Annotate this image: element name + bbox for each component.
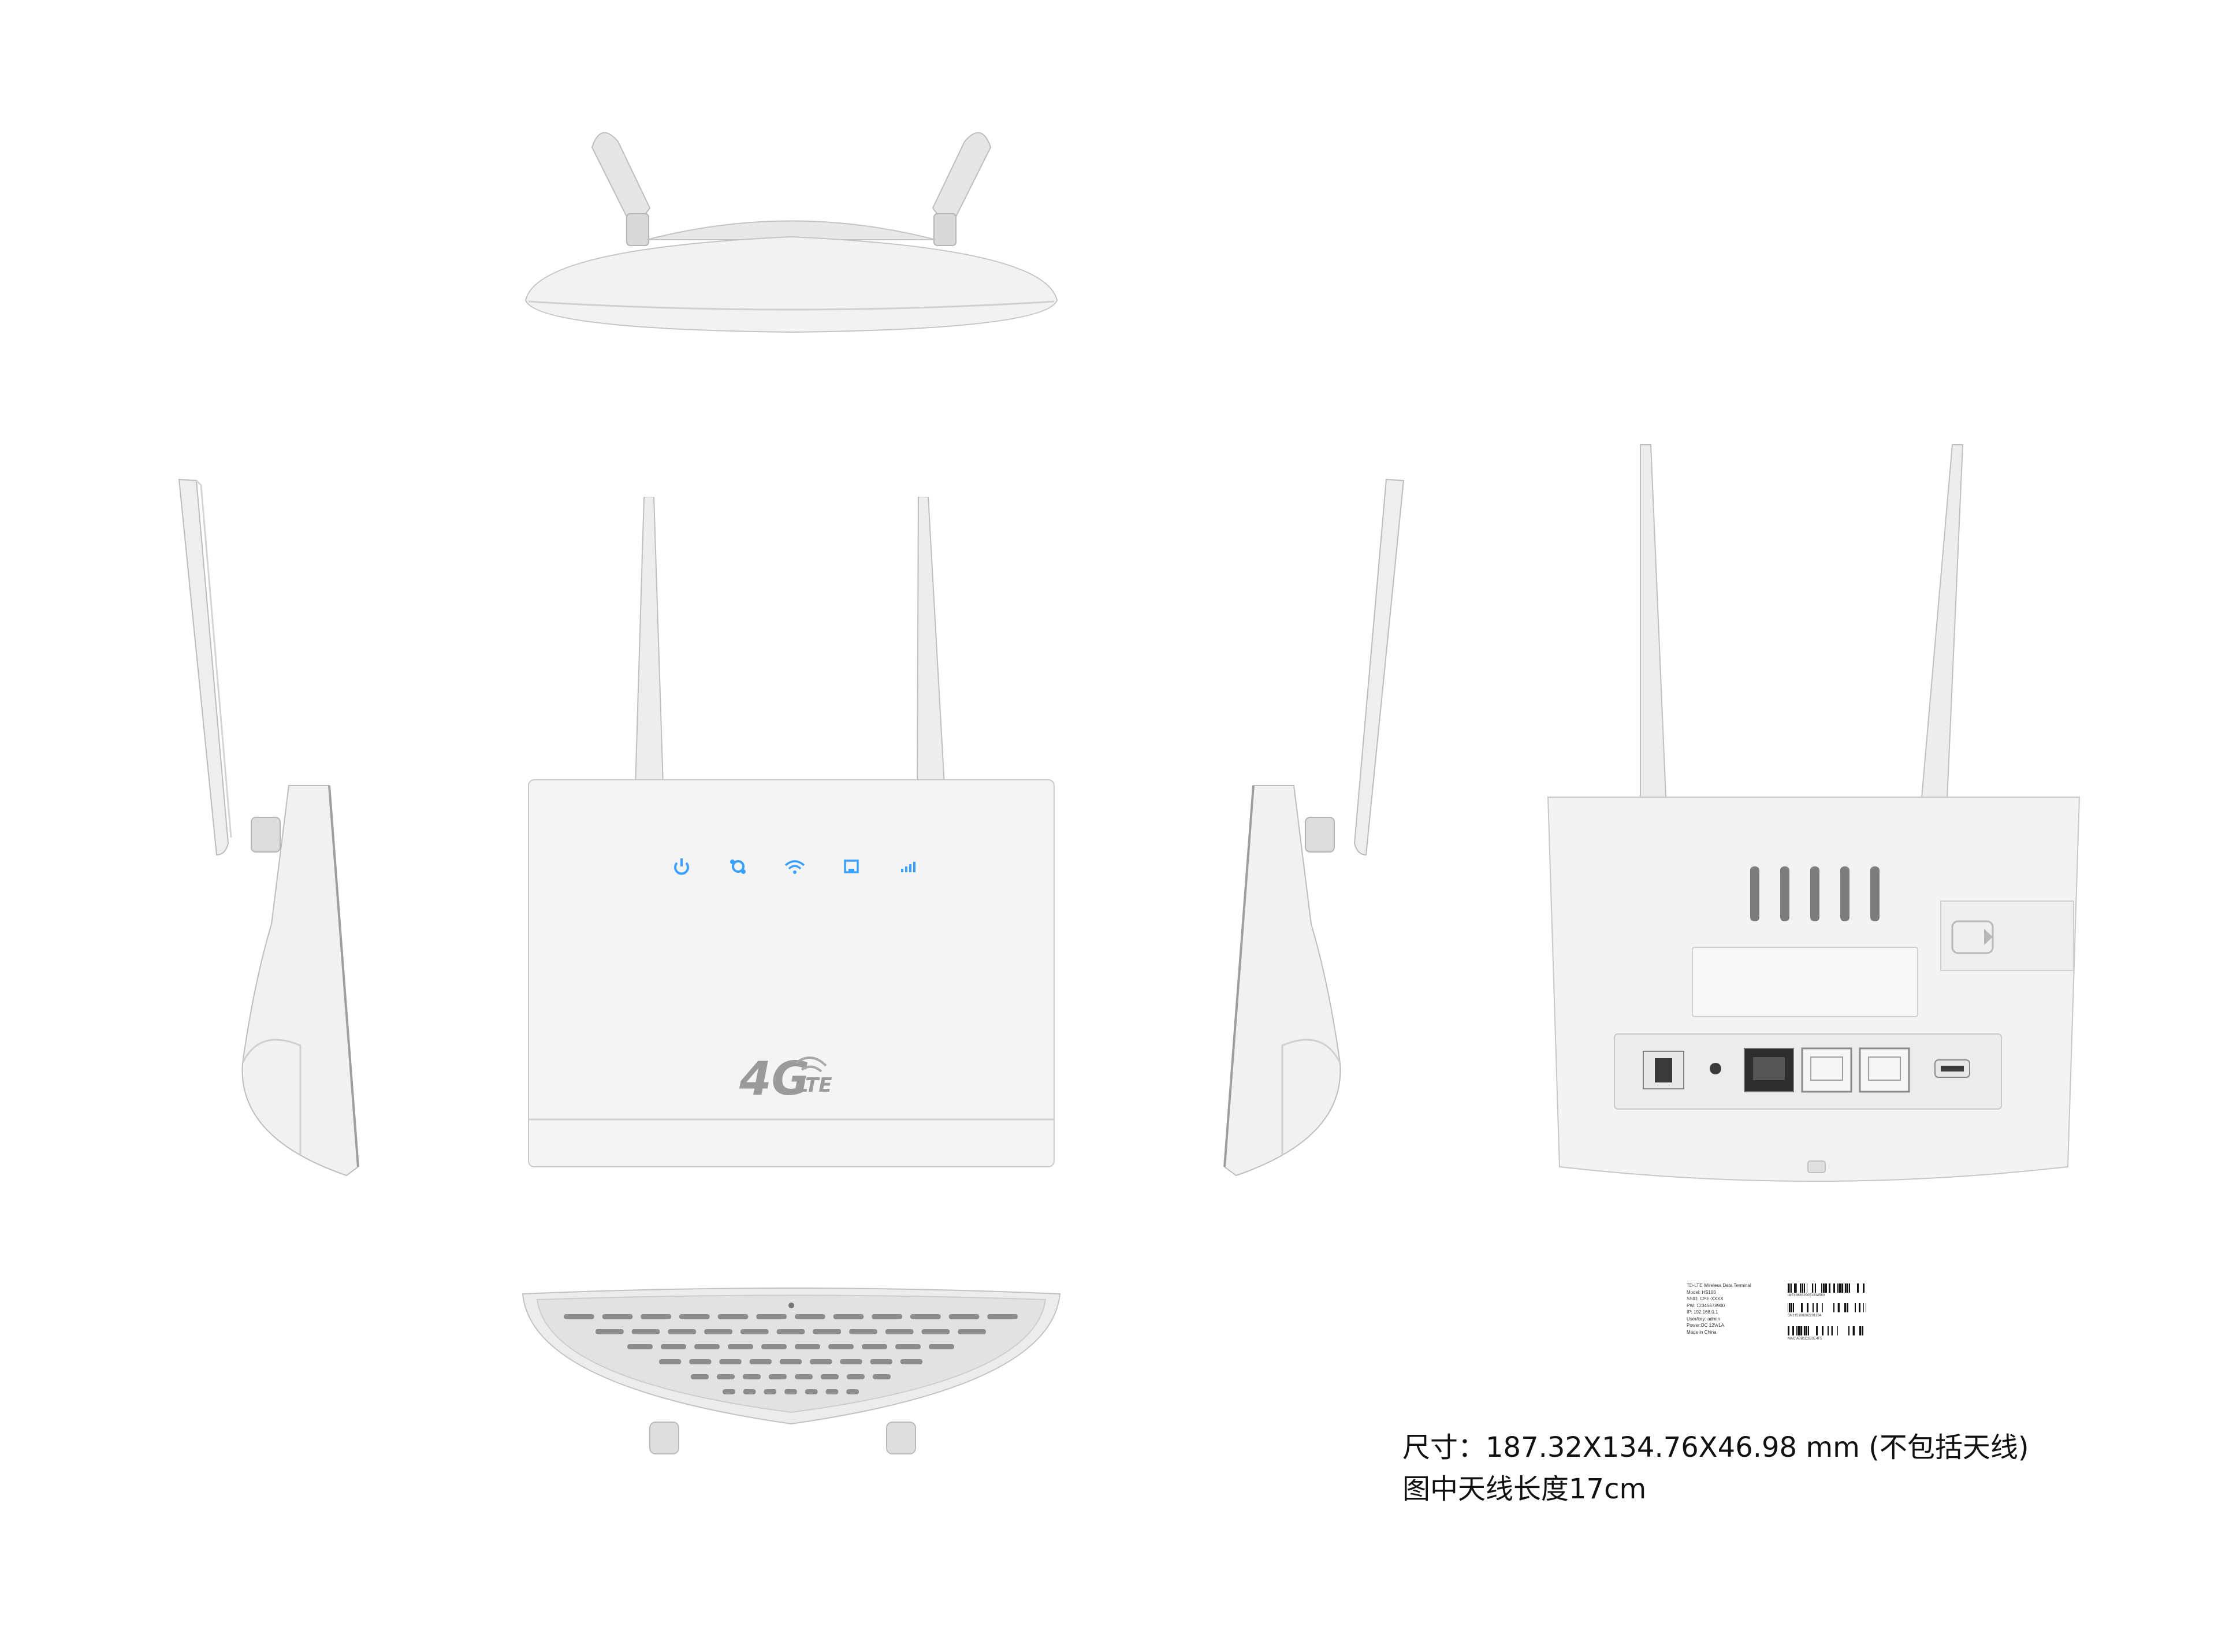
dc-port xyxy=(1643,1051,1684,1089)
label-line: IP: 192.168.0.1 xyxy=(1687,1309,1718,1315)
barcode-caption: IMEI:866329051234560 xyxy=(1788,1294,1825,1297)
label-line: PW: 12345678900 xyxy=(1687,1303,1725,1308)
wan-port xyxy=(1744,1048,1794,1092)
barcode-caption: SN:HS100202201234 xyxy=(1788,1314,1822,1318)
lan-icon xyxy=(844,860,859,873)
label-line: Model: HS100 xyxy=(1687,1289,1716,1295)
barcode-caption: MAC:A0B1C2D3E4F5 xyxy=(1788,1337,1822,1341)
lan1-port xyxy=(1801,1047,1852,1093)
back-view xyxy=(1536,439,2091,1190)
front-view: 4G LTE xyxy=(520,497,1063,1190)
usb-port xyxy=(1934,1059,1970,1078)
wifi-icon xyxy=(784,860,805,874)
label-text: TD-LTE Wireless Data Terminal Model: HS1… xyxy=(1687,1282,1785,1335)
right-side-view xyxy=(1213,474,1409,1190)
label-line: Made in China xyxy=(1687,1329,1717,1335)
product-label: TD-LTE Wireless Data Terminal Model: HS1… xyxy=(1687,1282,1883,1346)
sim-cover xyxy=(1940,901,2074,971)
dimensions-text: 尺寸：187.32X134.76X46.98 mm (不包括天线) xyxy=(1402,1431,2029,1464)
label-line: Power:DC 12V/1A xyxy=(1687,1323,1724,1328)
label-recess xyxy=(1692,947,1918,1017)
lan2-port xyxy=(1859,1047,1910,1093)
top-view xyxy=(514,116,1069,347)
barcodes: IMEI:866329051234560 SN:HS100202201234 M… xyxy=(1788,1282,1874,1346)
signal-icon xyxy=(901,862,916,872)
logo-lte: LTE xyxy=(796,1074,832,1097)
bottom-view xyxy=(514,1282,1069,1473)
label-line: SSID: CPE-XXXX xyxy=(1687,1296,1724,1301)
network-icon xyxy=(730,860,746,874)
left-side-view xyxy=(173,474,370,1190)
reset-hole xyxy=(1710,1063,1721,1074)
label-line: User/key: admin xyxy=(1687,1316,1720,1322)
antenna-length-text: 图中天线长度17cm xyxy=(1402,1473,1647,1505)
power-icon xyxy=(674,858,689,875)
antenna-right xyxy=(932,132,992,246)
spec-text: 尺寸：187.32X134.76X46.98 mm (不包括天线) 图中天线长度… xyxy=(1402,1427,2029,1510)
label-line: TD-LTE Wireless Data Terminal xyxy=(1687,1283,1751,1288)
antenna-left xyxy=(591,132,651,246)
